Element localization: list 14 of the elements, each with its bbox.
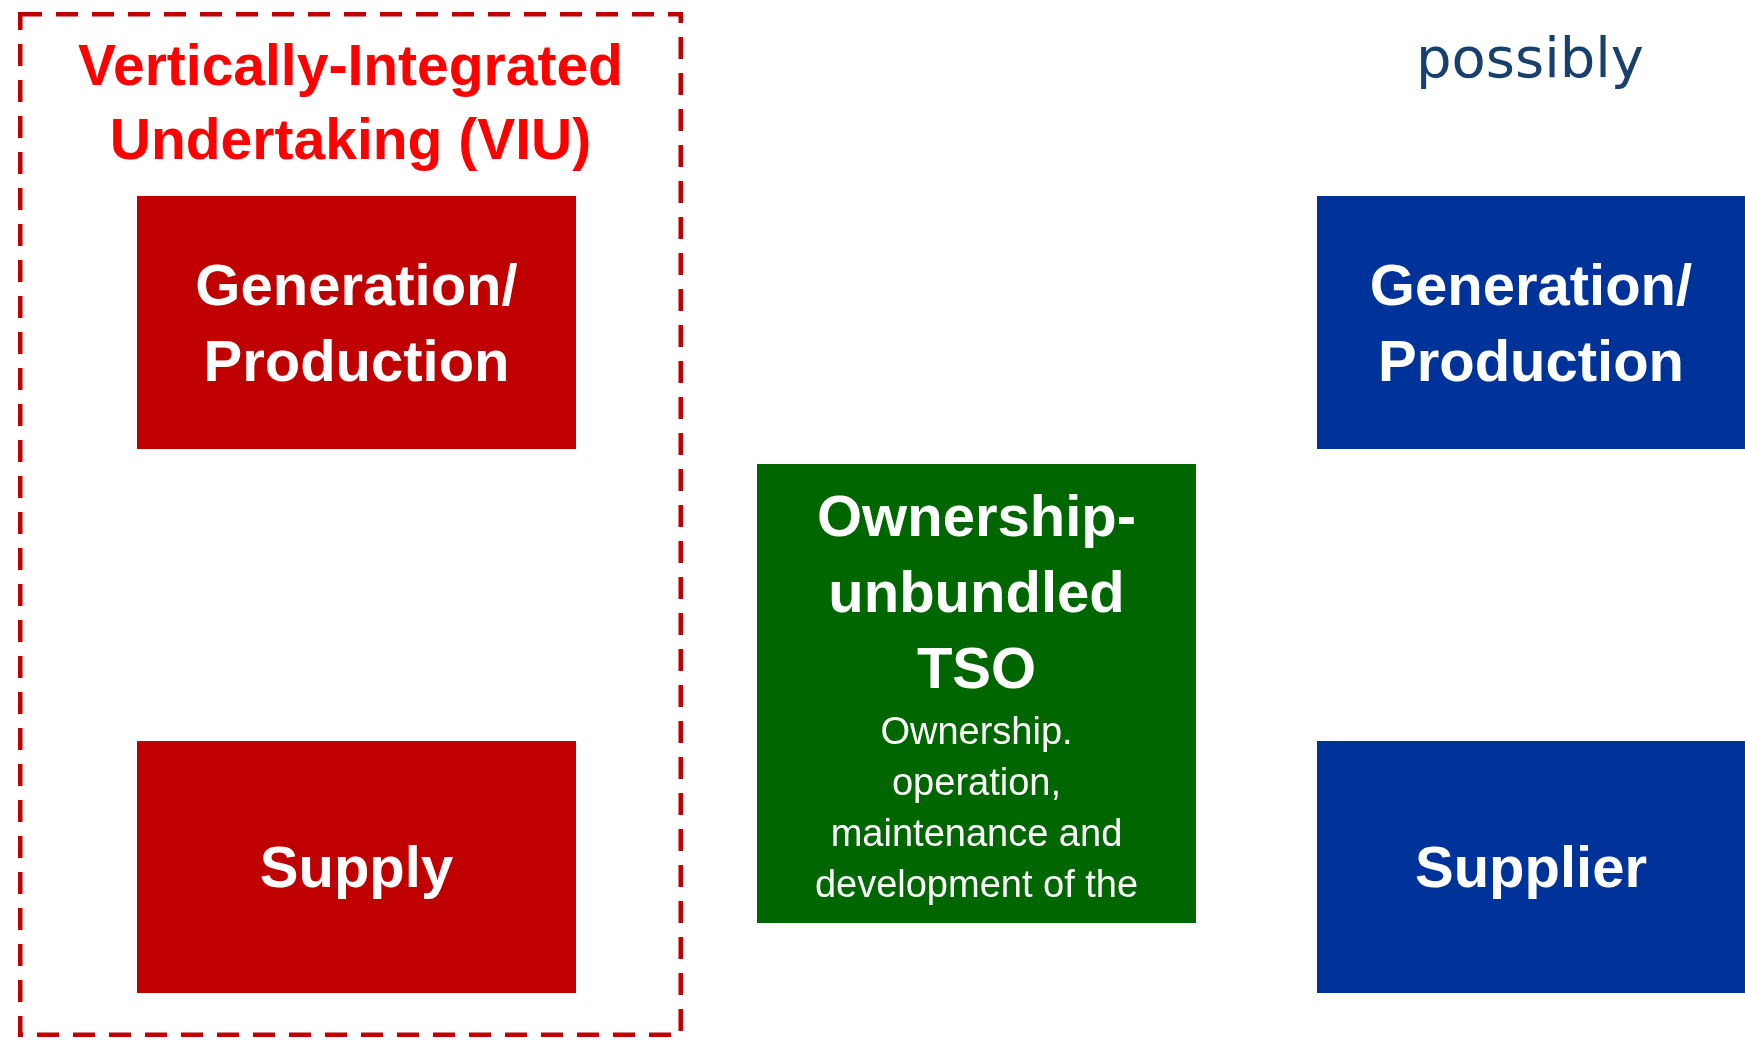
box-title: Supplier — [1414, 833, 1648, 901]
process-box — [137, 741, 576, 993]
process-box — [1317, 196, 1745, 449]
box-title: Generation/ Production — [194, 250, 519, 395]
process-box — [1317, 741, 1745, 993]
note-text: possibly — [1415, 25, 1645, 90]
box-title: Supply — [258, 833, 455, 901]
group-title: Vertically-Integrated Undertaking (VIU) — [77, 32, 624, 173]
box-description: Ownership. operation, maintenance and development of the — [813, 709, 1140, 907]
process-box — [137, 196, 576, 449]
box-title: Ownership- unbundled TSO — [816, 482, 1137, 702]
process-box — [757, 464, 1196, 923]
dashed-group-frame — [18, 12, 683, 1037]
box-title: Generation/ Production — [1368, 250, 1694, 395]
